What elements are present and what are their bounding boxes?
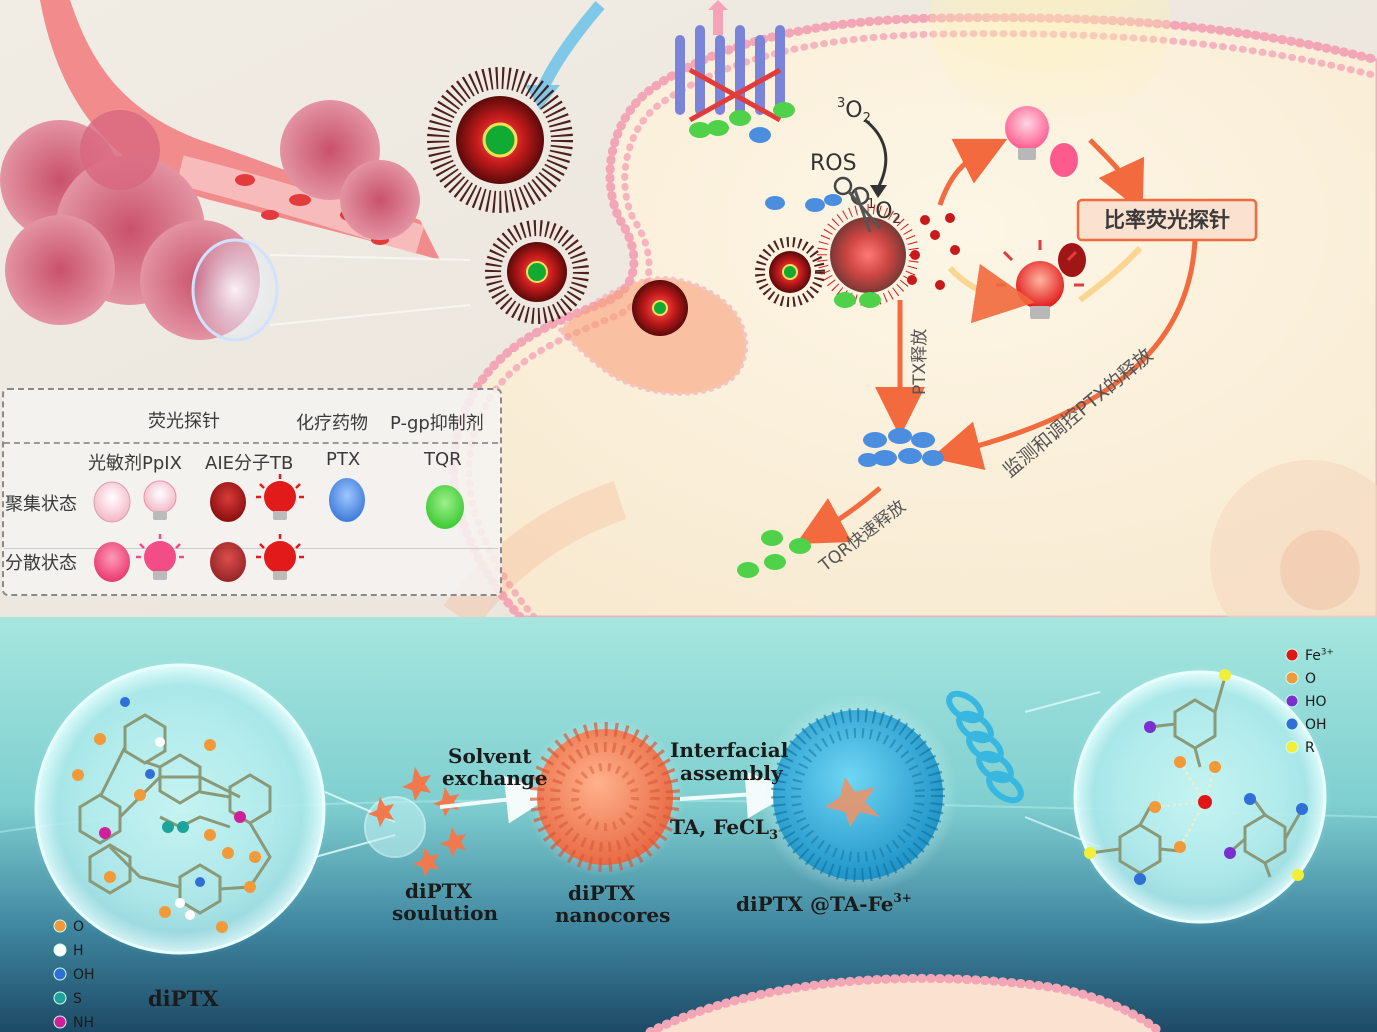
- scissors-icon: [833, 176, 882, 233]
- legend-right-label-fe: Fe3+: [1305, 647, 1334, 664]
- ptx-pills-scatter: [765, 194, 842, 212]
- pgp-transporter: [675, 0, 785, 123]
- tqr-cluster: [737, 530, 811, 578]
- nanostars: [368, 767, 466, 877]
- ta-fe-complex: [1089, 676, 1302, 878]
- interfacial-label-2: assembly: [680, 761, 784, 785]
- legend-right-dot-o-icon: [1285, 671, 1299, 685]
- ppix-bulb-dispersed-icon: [136, 534, 184, 580]
- atom-legend-left: OH OH S NH: [53, 919, 95, 1031]
- legend-right-dot-oh-icon: [1285, 717, 1299, 731]
- final-particle-label: diPTX @TA-Fe3+: [736, 891, 912, 916]
- interfacial-label-1: Interfacial: [670, 738, 789, 762]
- legend-col-ptx: PTX: [326, 449, 361, 470]
- legend-right-dot-r-icon: [1285, 740, 1299, 754]
- ta-fe-atoms: [1084, 669, 1308, 885]
- ppix-dispersed-icon: [94, 542, 130, 582]
- atom-legend-right: Fe3+ O HO OH R: [1285, 647, 1334, 756]
- ptx-aggregated-icon: [329, 478, 365, 522]
- legend-right-label-o: O: [1305, 671, 1316, 687]
- legend-header-chemo: 化疗药物: [296, 413, 368, 434]
- nanocores-label-2: nanocores: [555, 903, 670, 927]
- ppix-aggregated-icon: [93, 481, 131, 523]
- yellow-arrows: [947, 245, 1143, 324]
- aie-bulb-aggregated-icon: [256, 474, 304, 520]
- legend-left-dot-o-icon: [53, 919, 67, 933]
- legend-left-dot-h-icon: [53, 943, 67, 957]
- legend-panel: [2, 388, 502, 596]
- legend-col-aie: AIE分子TB: [205, 453, 294, 474]
- aie-aggregated-icon: [210, 482, 246, 522]
- red-dots: [907, 213, 960, 290]
- ptx-release-label: PTX释放: [910, 329, 930, 395]
- solvent-exchange-label-1: Solvent: [448, 744, 532, 768]
- ta-fecl-label: TA, FeCL3: [670, 815, 778, 843]
- legend-header-pgp: P-gp抑制剂: [390, 413, 484, 434]
- nanoparticle-in-pocket: [632, 280, 688, 336]
- legend-row-aggregated: 聚集状态: [5, 494, 77, 515]
- endocytosis-pocket: [557, 276, 749, 396]
- aie-bulb-dispersed-icon: [256, 534, 304, 580]
- tqr-pills-top: [689, 102, 881, 308]
- ratio-probe-box: [1076, 198, 1258, 242]
- legend-right-label-ho: HO: [1305, 694, 1327, 710]
- legend-right-dot-fe-icon: [1285, 648, 1299, 662]
- legend-left-label-oh: OH: [73, 967, 95, 983]
- legend-col-ppix: 光敏剂PpIX: [88, 453, 182, 474]
- orange-arrows: [796, 138, 1198, 544]
- ptx-cluster: [858, 428, 944, 467]
- o2-conversion-arrow: [864, 118, 888, 189]
- legend-col-tqr: TQR: [424, 449, 462, 470]
- bulb-pink-icon: [1005, 106, 1078, 177]
- legend-left-label-nh: NH: [73, 1015, 94, 1031]
- diptx-atoms: [72, 697, 261, 933]
- legend-row-dispersed: 分散状态: [5, 553, 77, 574]
- tqr-aggregated-icon: [426, 485, 464, 529]
- nanoparticle-medium: [485, 220, 589, 324]
- light-glow: [930, 0, 1170, 130]
- legend-icons: [93, 474, 464, 582]
- ta-fe-zoom-lens: [1073, 670, 1327, 924]
- o2-triplet-label: 3O2: [837, 96, 871, 126]
- aie-dispersed-icon: [210, 542, 246, 582]
- legend-divider-2: [4, 548, 498, 549]
- ppix-bulb-aggregated-icon: [143, 480, 177, 520]
- tannic-coil: [946, 690, 1024, 804]
- top-panel: 3O2 ROS 1O2 比率荧光探针 PTX释放 监测和调控PTX的释放 TQR…: [0, 0, 1377, 617]
- o2-singlet-label: 1O2: [867, 197, 901, 227]
- legend-left-dot-oh-icon: [53, 967, 67, 981]
- vessel-zoom-lens: [191, 238, 279, 342]
- solution-small-lens: [364, 796, 426, 858]
- ros-label: ROS: [810, 151, 857, 176]
- nanoparticle-large: [427, 67, 573, 213]
- legend-left-label-s: S: [73, 991, 82, 1007]
- legend-right-label-r: R: [1305, 740, 1315, 756]
- tumor-mass: [0, 100, 420, 340]
- solution-label-1: diPTX: [405, 879, 473, 903]
- legend-left-label-h: H: [73, 943, 84, 959]
- diptx-label: diPTX: [148, 986, 219, 1011]
- legend-header-probe: 荧光探针: [148, 411, 220, 432]
- nanoparticle-inside: [755, 237, 825, 307]
- neighbor-cell: [1210, 460, 1377, 617]
- ratio-probe-label: 比率荧光探针: [1104, 208, 1230, 232]
- legend-right-dot-ho-icon: [1285, 694, 1299, 708]
- legend-right-label-oh: OH: [1305, 717, 1327, 733]
- arrow-solvent-exchange: [439, 775, 554, 824]
- solution-label-2: soulution: [392, 901, 498, 925]
- nanocores-label-1: diPTX: [568, 881, 636, 905]
- solvent-exchange-label-2: exchange: [442, 766, 548, 790]
- legend-divider-1: [4, 442, 498, 444]
- legend-left-label-o: O: [73, 919, 84, 935]
- ta-fe-bonds: [1154, 761, 1217, 848]
- legend-left-dot-s-icon: [53, 991, 67, 1005]
- legend-left-dot-nh-icon: [53, 1015, 67, 1029]
- arrow-interfacial-assembly: [679, 770, 794, 819]
